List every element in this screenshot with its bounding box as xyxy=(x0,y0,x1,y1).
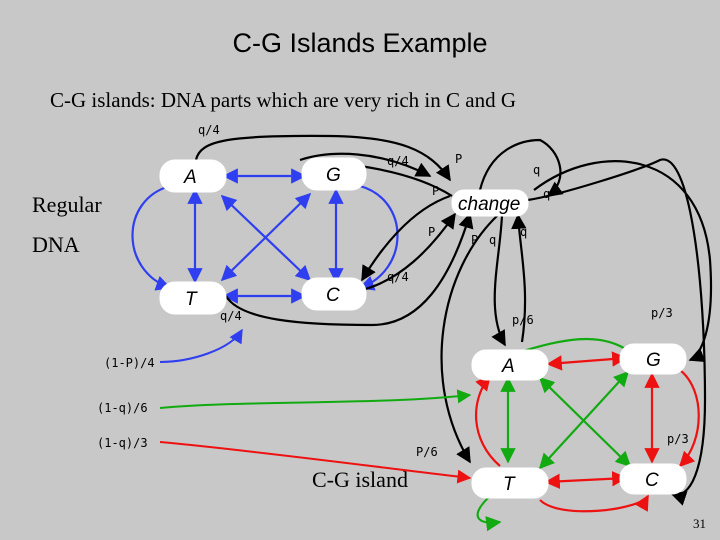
regular-label: Regular xyxy=(32,192,102,217)
island-node-a: A xyxy=(471,349,549,381)
island-node-t: T xyxy=(471,467,549,499)
svg-text:G: G xyxy=(646,350,661,371)
slide-number: 31 xyxy=(693,516,706,531)
label-island-q3: (1-q)/3 xyxy=(97,436,148,450)
label-island-p6-top: p/6 xyxy=(512,313,534,327)
island-green-edges xyxy=(476,337,632,532)
regular-node-c: C xyxy=(301,277,367,311)
regular-node-g: G xyxy=(301,157,367,191)
svg-text:A: A xyxy=(183,167,197,188)
cg-island-label: C-G island xyxy=(312,467,408,492)
label-change-q-a: q xyxy=(489,233,496,247)
label-island-q6: (1-q)/6 xyxy=(97,401,148,415)
regular-blue-edges xyxy=(131,168,399,304)
label-c-q4: q/4 xyxy=(387,270,409,284)
svg-text:G: G xyxy=(326,165,341,186)
svg-text:C: C xyxy=(326,285,340,306)
label-change-q-b: q xyxy=(520,225,527,239)
label-change-p-top: P xyxy=(455,152,462,166)
label-change-p-low: P xyxy=(428,225,435,239)
island-red-edges xyxy=(474,351,700,513)
change-black-edges xyxy=(440,138,712,506)
regular-node-a: A xyxy=(159,159,227,193)
label-t-q4: q/4 xyxy=(220,309,242,323)
svg-text:A: A xyxy=(501,356,515,377)
svg-text:C: C xyxy=(645,470,659,491)
label-change-p-mid: P xyxy=(432,184,439,198)
svg-text:T: T xyxy=(503,474,516,495)
island-node-c: C xyxy=(619,463,687,495)
label-top-q4: q/4 xyxy=(198,123,220,137)
svg-text:T: T xyxy=(185,289,198,310)
label-self-loop: (1-P)/4 xyxy=(104,356,155,370)
label-change-q-top: q xyxy=(533,163,540,177)
label-island-p3-top: p/3 xyxy=(651,306,673,320)
dna-label: DNA xyxy=(32,232,80,257)
island-node-g: G xyxy=(619,343,687,375)
regular-black-edges xyxy=(194,134,474,327)
change-node: change xyxy=(451,189,529,217)
label-island-p6-bottom: P/6 xyxy=(416,445,438,459)
label-pointers xyxy=(159,328,472,484)
slide-subtitle: C-G islands: DNA parts which are very ri… xyxy=(50,88,516,112)
label-g-q4: q/4 xyxy=(387,154,409,168)
label-change-q-right: q xyxy=(543,187,550,201)
svg-text:change: change xyxy=(458,194,520,215)
slide-title: C-G Islands Example xyxy=(232,28,488,58)
regular-node-t: T xyxy=(159,281,227,315)
label-island-p3-right: p/3 xyxy=(667,432,689,446)
label-change-p-bottom: P xyxy=(471,233,478,247)
